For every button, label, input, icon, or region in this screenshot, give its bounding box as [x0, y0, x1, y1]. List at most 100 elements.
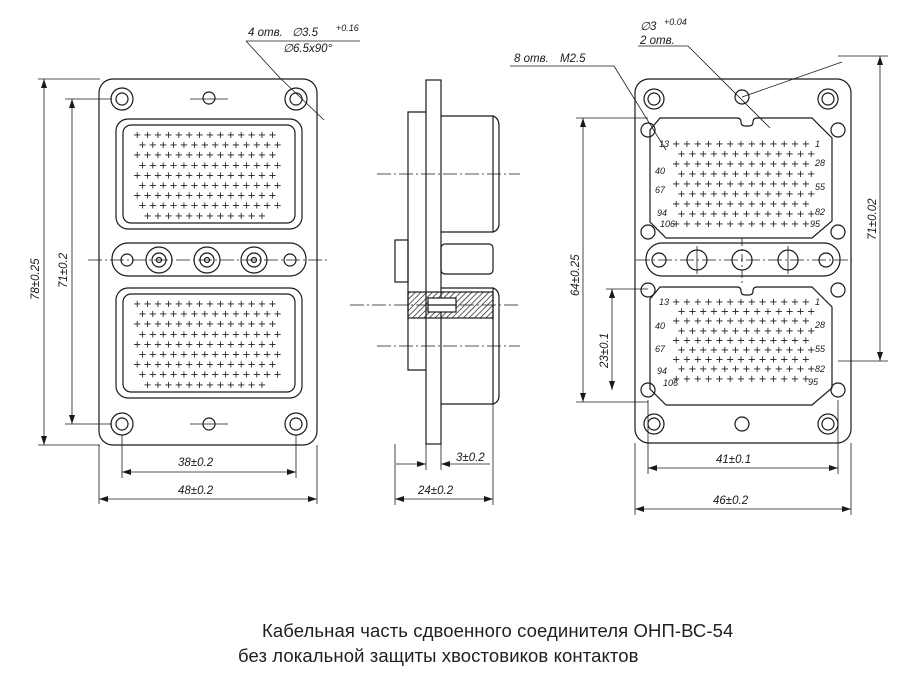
contact-number-55-upper: 55 [815, 182, 826, 192]
contact-mark: + [688, 326, 696, 337]
contact-mark: + [688, 209, 696, 220]
left-front-view [88, 78, 330, 446]
contact-mark: + [694, 199, 702, 210]
contact-mark: + [247, 319, 255, 330]
right-width-inner-label: 41±0.1 [716, 454, 751, 466]
contact-mark: + [138, 181, 146, 192]
contact-mark: + [164, 299, 172, 310]
left-dim-arrows [41, 79, 317, 502]
contact-mark: + [185, 191, 193, 202]
contact-number-28-upper: 28 [814, 158, 825, 168]
contact-mark: + [704, 374, 712, 385]
contact-mark: + [211, 181, 219, 192]
right-pin-tolerance-label: +0.04 [664, 17, 687, 27]
contact-mark: + [216, 380, 224, 391]
contact-mark: + [169, 329, 177, 340]
contact-mark: + [780, 297, 788, 308]
right-rear-view [634, 78, 852, 444]
contact-mark: + [688, 189, 696, 200]
contact-mark: + [726, 199, 734, 210]
contact-mark: + [175, 319, 183, 330]
contact-mark: + [201, 350, 209, 361]
contact-mark: + [785, 326, 793, 337]
contact-mark: + [242, 201, 250, 212]
contact-mark: + [807, 209, 815, 220]
contact-mark: + [273, 140, 281, 151]
left-width-inner-label: 38±0.2 [178, 457, 214, 469]
contact-mark: + [748, 335, 756, 346]
contact-mark: + [683, 139, 691, 150]
contact-mark: + [699, 149, 707, 160]
contact-mark: + [273, 309, 281, 320]
contact-mark: + [694, 355, 702, 366]
contact-mark: + [683, 199, 691, 210]
contact-mark: + [715, 297, 723, 308]
right-pin-holes-label: 2 отв. [639, 35, 675, 47]
left-height-outer-label: 78±0.25 [30, 258, 42, 300]
contact-mark: + [216, 130, 224, 141]
contact-mark: + [737, 139, 745, 150]
contact-mark: + [699, 326, 707, 337]
contact-mark: + [672, 355, 680, 366]
contact-mark: + [807, 307, 815, 318]
contact-mark: + [190, 140, 198, 151]
contact-mark: + [791, 139, 799, 150]
contact-mark: + [154, 299, 162, 310]
contact-mark: + [211, 329, 219, 340]
contact-mark: + [753, 189, 761, 200]
contact-mark: + [704, 139, 712, 150]
contact-mark: + [748, 179, 756, 190]
contact-number-13-upper: 13 [659, 139, 669, 149]
contact-mark: + [143, 339, 151, 350]
contact-mark: + [237, 360, 245, 371]
contact-mark: + [143, 380, 151, 391]
contact-mark: + [154, 211, 162, 222]
contact-mark: + [742, 307, 750, 318]
contact-mark: + [721, 169, 729, 180]
right-height-outer-label: 71±0.02 [867, 198, 879, 240]
contact-mark: + [164, 130, 172, 141]
left-flange-outline [98, 78, 318, 446]
contact-mark: + [216, 299, 224, 310]
contact-mark: + [190, 309, 198, 320]
contact-mark: + [807, 326, 815, 337]
contact-mark: + [694, 297, 702, 308]
contact-mark: + [715, 374, 723, 385]
contact-mark: + [253, 160, 261, 171]
contact-mark: + [764, 345, 772, 356]
side-rear-body [407, 111, 426, 371]
contact-number-106-upper: 106 [660, 219, 675, 229]
contact-mark: + [796, 169, 804, 180]
contact-mark: + [672, 199, 680, 210]
contact-mark: + [263, 350, 271, 361]
contact-mark: + [769, 199, 777, 210]
contact-mark: + [742, 326, 750, 337]
contact-mark: + [742, 345, 750, 356]
contact-mark: + [721, 189, 729, 200]
contact-mark: + [802, 179, 810, 190]
contact-mark: + [185, 360, 193, 371]
contact-mark: + [802, 159, 810, 170]
contact-mark: + [232, 140, 240, 151]
left-upper-insert-inner [122, 124, 296, 224]
contact-mark: + [195, 130, 203, 141]
contact-mark: + [133, 191, 141, 202]
contact-mark: + [677, 189, 685, 200]
contact-mark: + [190, 201, 198, 212]
contact-mark: + [159, 140, 167, 151]
contact-mark: + [143, 130, 151, 141]
contact-mark: + [258, 380, 266, 391]
contact-mark: + [159, 160, 167, 171]
contact-mark: + [672, 139, 680, 150]
contact-mark: + [149, 140, 157, 151]
side-dim-arrows [395, 461, 493, 502]
contact-mark: + [753, 307, 761, 318]
contact-mark: + [216, 150, 224, 161]
contact-mark: + [677, 326, 685, 337]
contact-mark: + [154, 170, 162, 181]
contact-mark: + [185, 170, 193, 181]
contact-mark: + [164, 211, 172, 222]
contact-mark: + [721, 149, 729, 160]
contact-mark: + [154, 380, 162, 391]
contact-mark: + [175, 211, 183, 222]
